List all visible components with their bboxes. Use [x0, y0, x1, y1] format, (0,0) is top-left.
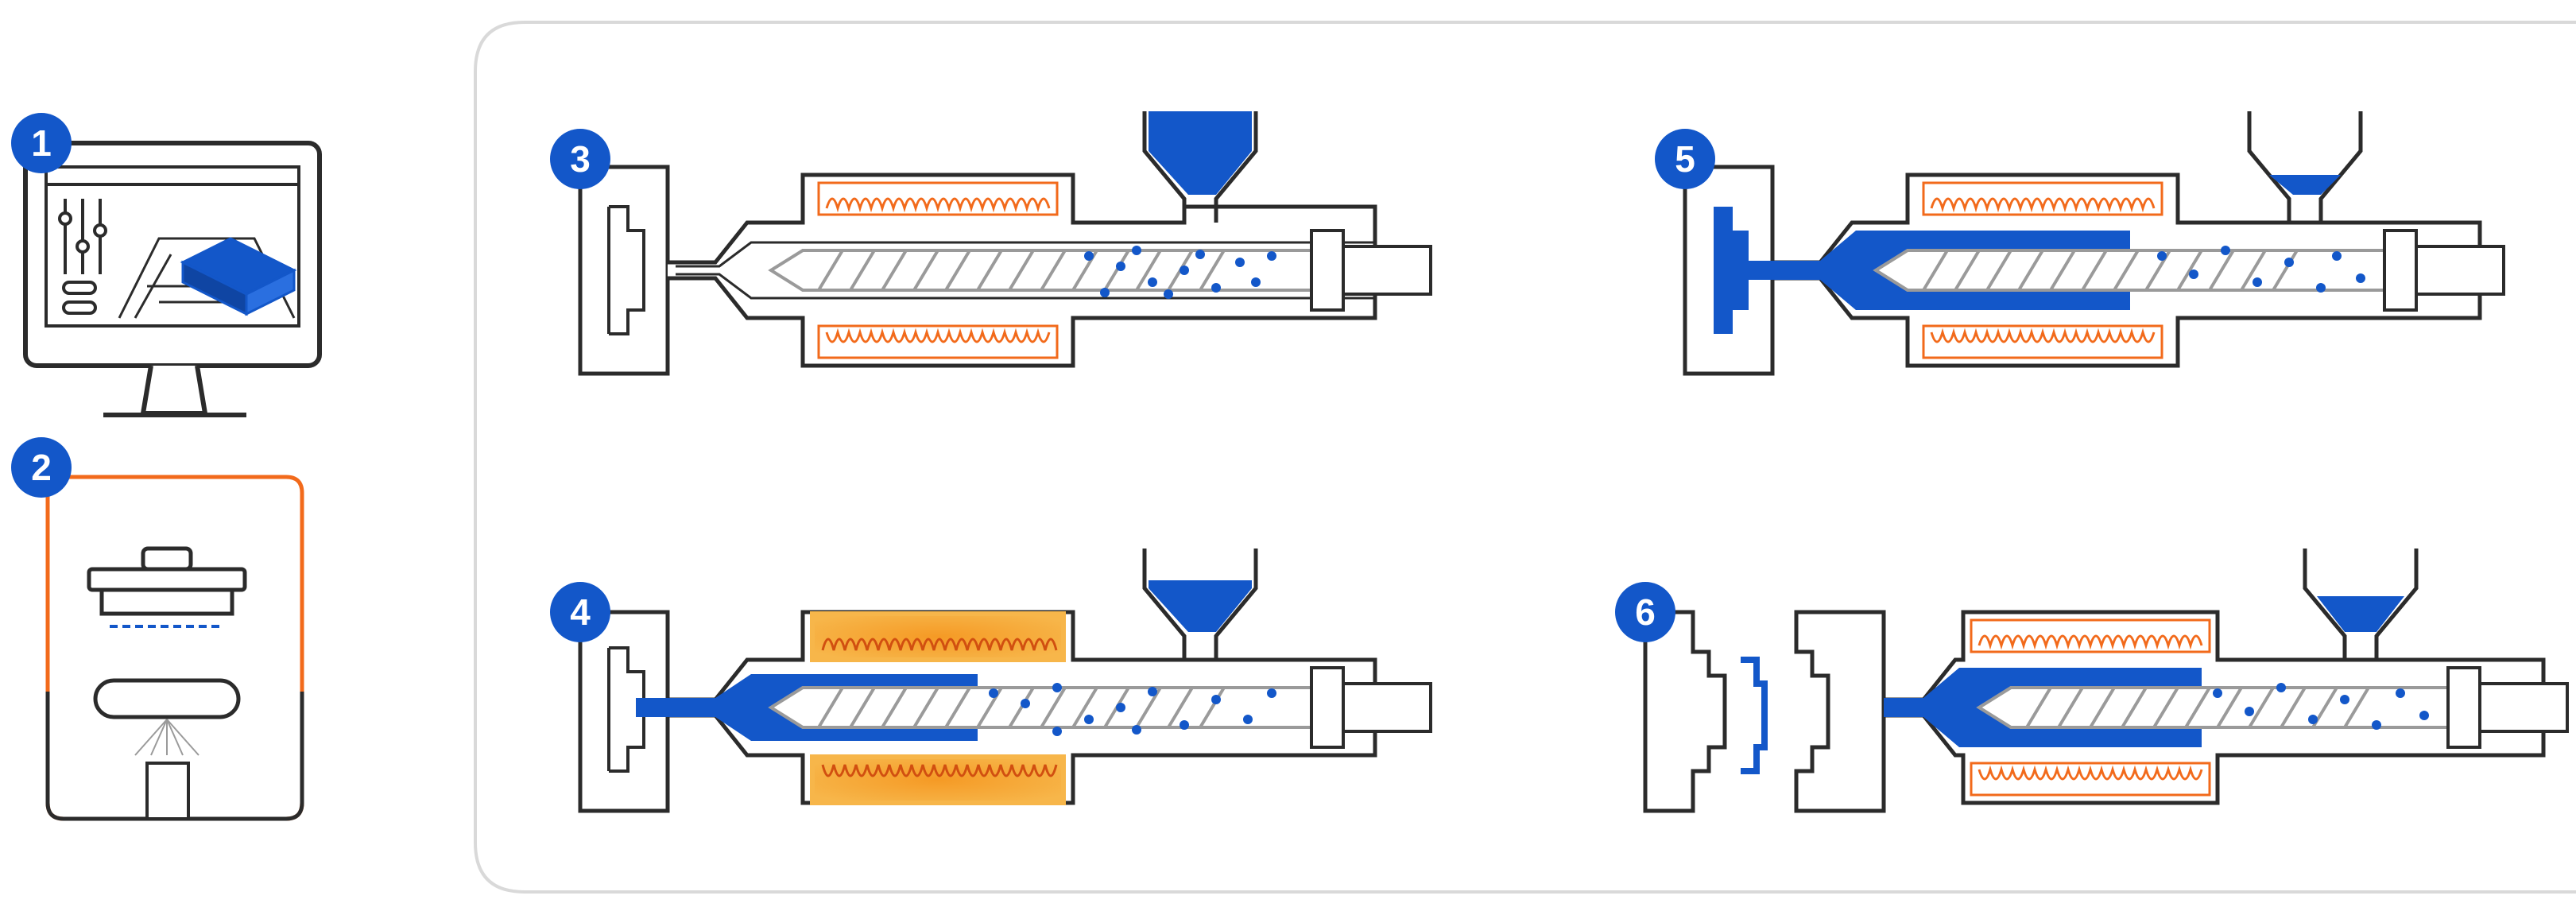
process-panel [474, 21, 2576, 894]
hopper [1142, 111, 1258, 223]
step-2-printer: 2 [11, 437, 304, 821]
mold-left-half [1643, 610, 1727, 813]
step-5-machine: 5 [1655, 111, 2505, 376]
heater-top-active [810, 611, 1066, 662]
cad-model-icon [118, 237, 297, 319]
printed-part [93, 678, 241, 719]
heater-top [817, 181, 1059, 216]
step-4-machine: 4 [550, 549, 1432, 813]
step-badge-4 [550, 582, 610, 642]
heater-top [1970, 618, 2211, 653]
step-number-1: 1 [31, 122, 52, 164]
step-number-4: 4 [570, 591, 591, 633]
heater-bottom [1922, 324, 2163, 359]
hopper [2247, 111, 2363, 223]
step-3-machine: 3 [550, 111, 1432, 376]
screw [1873, 249, 2386, 292]
heater-bottom-active [810, 754, 1066, 805]
pellets [1084, 246, 1276, 299]
step-1-computer: 1 [11, 113, 322, 417]
step-badge-2 [11, 437, 72, 498]
hopper [1142, 549, 1258, 660]
heater-top [1922, 181, 2163, 216]
filled-cavity [1714, 207, 1749, 334]
heater-bottom [1970, 762, 2211, 797]
step-badge-3 [550, 129, 610, 189]
pellets [2157, 246, 2365, 293]
step-badge-1 [11, 113, 72, 173]
monitor-stand [140, 365, 208, 416]
mold [578, 610, 670, 813]
step-badge-6 [1615, 582, 1675, 642]
step-number-2: 2 [31, 447, 52, 488]
light-rays-icon [134, 719, 199, 756]
pellets [989, 683, 1276, 736]
mold-right-half [1794, 610, 1886, 813]
mold [578, 165, 670, 376]
step-number-3: 3 [570, 138, 591, 180]
step-6-machine: 6 [1615, 549, 2569, 813]
ejected-part [1741, 657, 1768, 774]
printer-head [141, 546, 193, 572]
step-badge-5 [1655, 129, 1715, 189]
heater-bottom [817, 324, 1059, 359]
hopper [2303, 549, 2419, 660]
step-number-6: 6 [1635, 591, 1656, 633]
pellets [2213, 683, 2429, 730]
slider-icon [58, 199, 107, 315]
step-number-5: 5 [1675, 138, 1695, 180]
screw [768, 686, 1313, 729]
